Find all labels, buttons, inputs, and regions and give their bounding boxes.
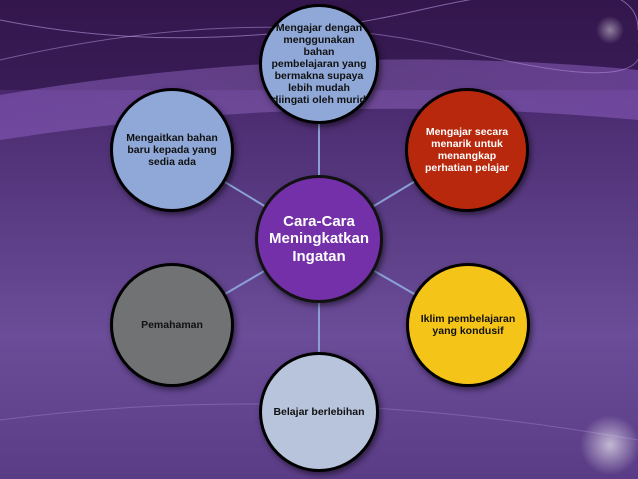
sparkle <box>596 16 624 44</box>
node-iklim-kondusif: Iklim pembelajaran yang kondusif <box>406 263 530 387</box>
node-belajar-berlebihan: Belajar berlebihan <box>259 352 379 472</box>
sparkle <box>580 415 638 475</box>
node-label: Belajar berlebihan <box>273 405 365 418</box>
center-label: Cara-Cara Meningkatkan Ingatan <box>268 213 370 265</box>
node-pemahaman: Pemahaman <box>110 263 234 387</box>
node-label: Iklim pembelajaran yang kondusif <box>420 312 516 337</box>
center-node: Cara-Cara Meningkatkan Ingatan <box>255 175 383 303</box>
node-bahan-bermakna: Mengajar dengan menggunakan bahan pembel… <box>259 4 379 124</box>
node-label: Mengajar dengan menggunakan bahan pembel… <box>271 21 367 107</box>
node-label: Mengaitkan bahan baru kepada yang sedia … <box>126 131 218 169</box>
wave-line <box>0 0 638 39</box>
node-mengajar-menarik: Mengajar secara menarik untuk menangkap … <box>405 88 529 212</box>
node-label: Mengajar secara menarik untuk menangkap … <box>424 125 510 175</box>
node-mengaitkan-bahan: Mengaitkan bahan baru kepada yang sedia … <box>110 88 234 212</box>
wave-line <box>0 26 638 74</box>
node-label: Pemahaman <box>141 318 203 331</box>
